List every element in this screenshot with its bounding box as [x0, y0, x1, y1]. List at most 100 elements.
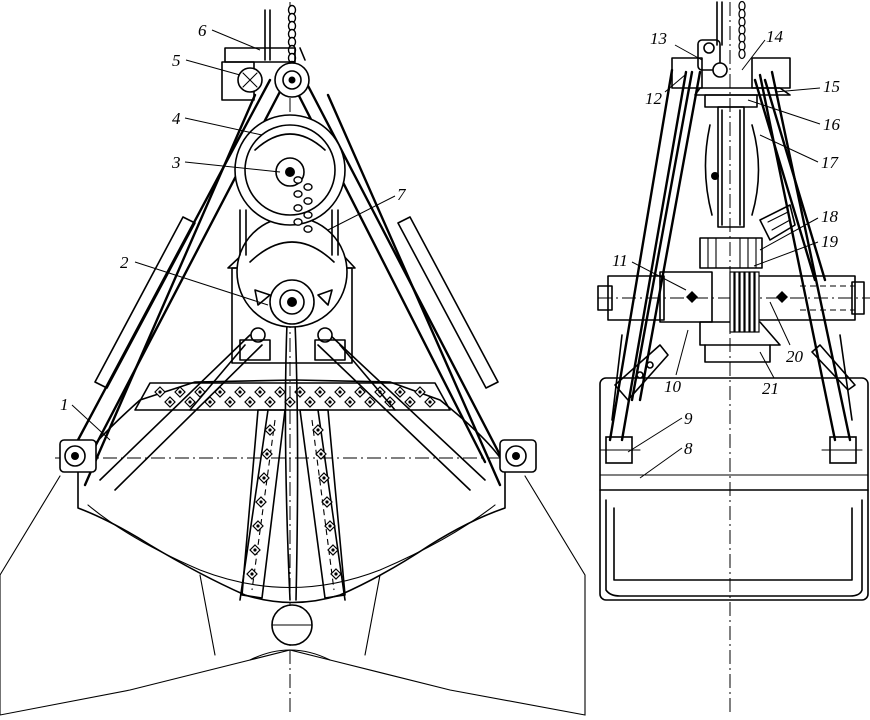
- leader-2: [134, 261, 269, 306]
- leader-4: [184, 117, 263, 136]
- lower-block-foot-left: [239, 339, 271, 361]
- leader-16: [747, 99, 821, 125]
- rivet-dot: [288, 400, 292, 404]
- left-rib: [241, 409, 286, 599]
- side-head-base: [694, 87, 791, 96]
- rivet-dot: [259, 500, 263, 504]
- callout-10: 10: [664, 377, 682, 396]
- leader-7: [327, 195, 396, 231]
- rivet-dot: [208, 400, 212, 404]
- front-view: [0, 2, 586, 716]
- left-side-plate: [94, 216, 196, 389]
- rivet-dot: [238, 390, 242, 394]
- lower-block-bolt-right: [317, 327, 333, 343]
- callout-7: 7: [397, 185, 407, 204]
- head-pin-cross: [242, 72, 258, 88]
- right-lower-arm: [317, 334, 486, 491]
- leader-11: [631, 261, 687, 291]
- leader-19: [753, 241, 819, 267]
- sheave-plate: [734, 271, 740, 333]
- callout-3: 3: [171, 153, 181, 172]
- rivet-dot: [338, 390, 342, 394]
- leader-3: [184, 161, 281, 173]
- side-left-rods: [608, 68, 688, 442]
- rivet-dot: [228, 400, 232, 404]
- callout-21: 21: [762, 379, 779, 398]
- side-bucket-inner: [613, 507, 853, 581]
- callout-1: 1: [60, 395, 69, 414]
- lower-block-bolt-left: [250, 327, 266, 343]
- sheave-plate: [729, 271, 735, 333]
- left-lower-arm: [99, 334, 263, 491]
- side-head-ear: [697, 39, 721, 71]
- side-view: [597, 0, 870, 715]
- rivet-dot: [256, 524, 260, 528]
- callout-16: 16: [823, 115, 841, 134]
- head-sheave-axle: [288, 76, 296, 84]
- cable-clamp-hatch: [767, 211, 791, 231]
- rivet-dot: [334, 572, 338, 576]
- rivet-dot: [258, 390, 262, 394]
- rivet-dot: [268, 428, 272, 432]
- leader-5: [185, 59, 241, 76]
- head-sheave-sides: [704, 124, 760, 216]
- axle-cap-left: [597, 285, 613, 311]
- side-bucket-body: [599, 377, 869, 601]
- side-right-rods-inner: [753, 78, 827, 282]
- leader-10: [675, 329, 689, 376]
- side-head-pin: [712, 62, 728, 78]
- rivet-dot: [398, 390, 402, 394]
- right-side-plate: [397, 216, 499, 389]
- closing-rope: [284, 299, 291, 601]
- upper-sheave-pack: [699, 237, 763, 269]
- callout-6: 6: [198, 21, 207, 40]
- rivet-dot: [168, 400, 172, 404]
- callout-5: 5: [172, 51, 181, 70]
- chain-link: [303, 225, 313, 233]
- rivet-dot: [268, 400, 272, 404]
- rivet-dot: [250, 572, 254, 576]
- upper-sheave-axle: [285, 167, 295, 177]
- rivet-dot: [188, 400, 192, 404]
- rivet-dot: [218, 390, 222, 394]
- left-hinge: [59, 439, 97, 473]
- rivet-dot: [428, 400, 432, 404]
- upper-sheave-groove: [244, 124, 336, 216]
- callout-18: 18: [821, 207, 839, 226]
- rivet-dot: [319, 452, 323, 456]
- axle-block-left: [659, 271, 713, 323]
- brace-lines: [611, 334, 853, 421]
- chain-link: [293, 190, 303, 198]
- rivet-dot: [328, 524, 332, 528]
- leader-14: [741, 39, 766, 71]
- axle-bore: [800, 285, 855, 311]
- rivet-dot: [358, 390, 362, 394]
- rivet-dot: [248, 400, 252, 404]
- callout-15: 15: [823, 77, 840, 96]
- lower-cross-foot: [704, 344, 771, 363]
- bucket-lip-line: [87, 504, 496, 589]
- callout-12: 12: [645, 89, 663, 108]
- callout-13: 13: [650, 29, 667, 48]
- rivet-dot: [322, 476, 326, 480]
- side-chain-link: [738, 48, 746, 60]
- callout-19: 19: [821, 232, 839, 251]
- head-crosshead: [704, 94, 758, 108]
- rib-hidden-lines: [251, 419, 335, 591]
- side-left-rods-inner: [630, 70, 702, 402]
- left-hinge-pin-core: [71, 452, 79, 460]
- block-struts: [239, 209, 339, 256]
- rivet-dot: [298, 390, 302, 394]
- callout-20: 20: [786, 347, 804, 366]
- leader-1: [71, 404, 111, 441]
- right-hinge: [499, 439, 537, 473]
- axle-end-left: [607, 275, 665, 321]
- upper-sheave-arc: [254, 133, 326, 151]
- lower-block-foot-right: [314, 339, 346, 361]
- rivet-dot: [325, 500, 329, 504]
- sheave-plate: [749, 271, 755, 333]
- rivet-dot: [318, 390, 322, 394]
- callout-4: 4: [172, 109, 181, 128]
- callout-2: 2: [120, 253, 129, 272]
